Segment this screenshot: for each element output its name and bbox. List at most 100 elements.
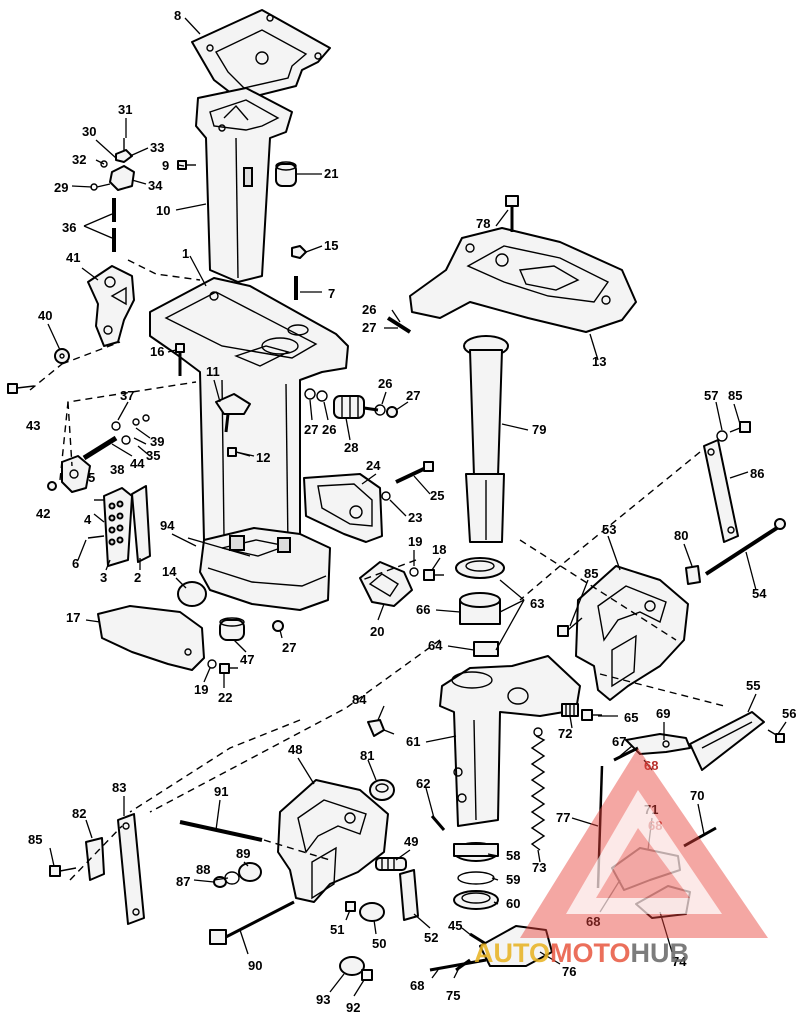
callout-27b: 27 [406, 388, 420, 403]
steering-tube [463, 335, 509, 543]
callout-49: 49 [404, 834, 418, 849]
lower-cover-17 [97, 605, 205, 671]
callout-38: 38 [110, 462, 124, 477]
spring-72 [561, 703, 579, 717]
screw-78 [505, 195, 519, 232]
callout-20: 20 [370, 624, 384, 639]
callout-42: 42 [36, 506, 50, 521]
watermark-auto: AUTO [474, 938, 550, 968]
knob-81 [369, 779, 395, 801]
callout-58: 58 [506, 848, 520, 863]
callout-61: 61 [406, 734, 420, 749]
washer-40 [54, 348, 70, 364]
callout-36: 36 [62, 220, 76, 235]
callout-66: 66 [416, 602, 430, 617]
callout-15: 15 [324, 238, 338, 253]
callout-24: 24 [366, 458, 381, 473]
bushing-top [455, 557, 505, 579]
plug-14 [177, 581, 207, 607]
callout-68a: 68 [644, 758, 658, 773]
callout-65: 65 [624, 710, 638, 725]
drive-shaft-housing [149, 277, 349, 611]
callout-26c: 26 [362, 302, 376, 317]
watermark-hub: HUB [631, 938, 690, 968]
washer-19b [409, 567, 419, 577]
screw-56 [767, 729, 785, 743]
tilt-link-86 [703, 439, 739, 543]
callout-84: 84 [352, 692, 367, 707]
screw-85b [557, 617, 583, 637]
watermark: AUTOMOTOHUB [474, 748, 768, 968]
watermark-triangle [520, 748, 768, 938]
callout-68c: 68 [586, 914, 600, 929]
callout-34: 34 [148, 178, 163, 193]
callout-54: 54 [752, 586, 767, 601]
callout-27d: 27 [282, 640, 296, 655]
callout-85a: 85 [728, 388, 742, 403]
callout-93: 93 [316, 992, 330, 1007]
bushing-64 [473, 641, 499, 657]
bushing-66 [459, 592, 501, 625]
callout-41: 41 [66, 250, 80, 265]
callout-75: 75 [446, 988, 460, 1003]
clamp-bracket-right [575, 565, 689, 701]
washer-23 [381, 491, 391, 501]
callout-88: 88 [196, 862, 210, 877]
callout-89: 89 [236, 846, 250, 861]
callout-19a: 19 [194, 682, 208, 697]
callout-44: 44 [130, 456, 145, 471]
callout-56: 56 [782, 706, 796, 721]
callout-16: 16 [150, 344, 164, 359]
throttle-cam [87, 265, 135, 347]
callout-60: 60 [506, 896, 520, 911]
clip-82 [85, 837, 105, 881]
bracket-24 [303, 473, 383, 543]
callout-87: 87 [176, 874, 190, 889]
callout-12: 12 [256, 450, 270, 465]
pin-70 [683, 826, 717, 848]
callout-27c: 27 [362, 320, 376, 335]
callout-6: 6 [72, 556, 79, 571]
callout-80: 80 [674, 528, 688, 543]
washer-19a [207, 659, 217, 669]
exhaust-housing [195, 87, 293, 283]
callout-23: 23 [408, 510, 422, 525]
callout-5: 5 [88, 470, 95, 485]
rod-91 [179, 820, 263, 842]
callout-52: 52 [424, 930, 438, 945]
clamp-bracket-left [277, 779, 389, 903]
callout-86: 86 [750, 466, 764, 481]
callout-7: 7 [328, 286, 335, 301]
callout-4: 4 [84, 512, 92, 527]
callout-17: 17 [66, 610, 80, 625]
watermark-text: AUTOMOTOHUB [474, 938, 689, 968]
callout-45: 45 [448, 918, 462, 933]
shaft-38 [61, 435, 118, 493]
callout-25: 25 [430, 488, 444, 503]
pin-68c [429, 958, 487, 972]
callout-47: 47 [240, 652, 254, 667]
callout-26a: 26 [322, 422, 336, 437]
callout-55: 55 [746, 678, 760, 693]
o-ring-59 [457, 871, 495, 885]
fitting-84 [367, 719, 395, 737]
callout-77: 77 [556, 810, 570, 825]
callout-85c: 85 [28, 832, 42, 847]
callout-79: 79 [532, 422, 546, 437]
washer-93 [339, 956, 365, 976]
callout-53: 53 [602, 522, 616, 537]
lever-76 [479, 925, 553, 967]
bolt-94 [187, 537, 251, 557]
rubber-mount [333, 395, 379, 419]
pad-50 [359, 902, 385, 922]
callout-40: 40 [38, 308, 52, 323]
shift-lever [215, 393, 251, 433]
callout-43: 43 [26, 418, 40, 433]
callout-63: 63 [530, 596, 544, 611]
screw-85c [49, 865, 77, 877]
callout-11: 11 [206, 364, 220, 379]
callout-59: 59 [506, 872, 520, 887]
callout-1: 1 [182, 246, 189, 261]
callout-48: 48 [288, 742, 302, 757]
ring-58 [453, 842, 499, 862]
